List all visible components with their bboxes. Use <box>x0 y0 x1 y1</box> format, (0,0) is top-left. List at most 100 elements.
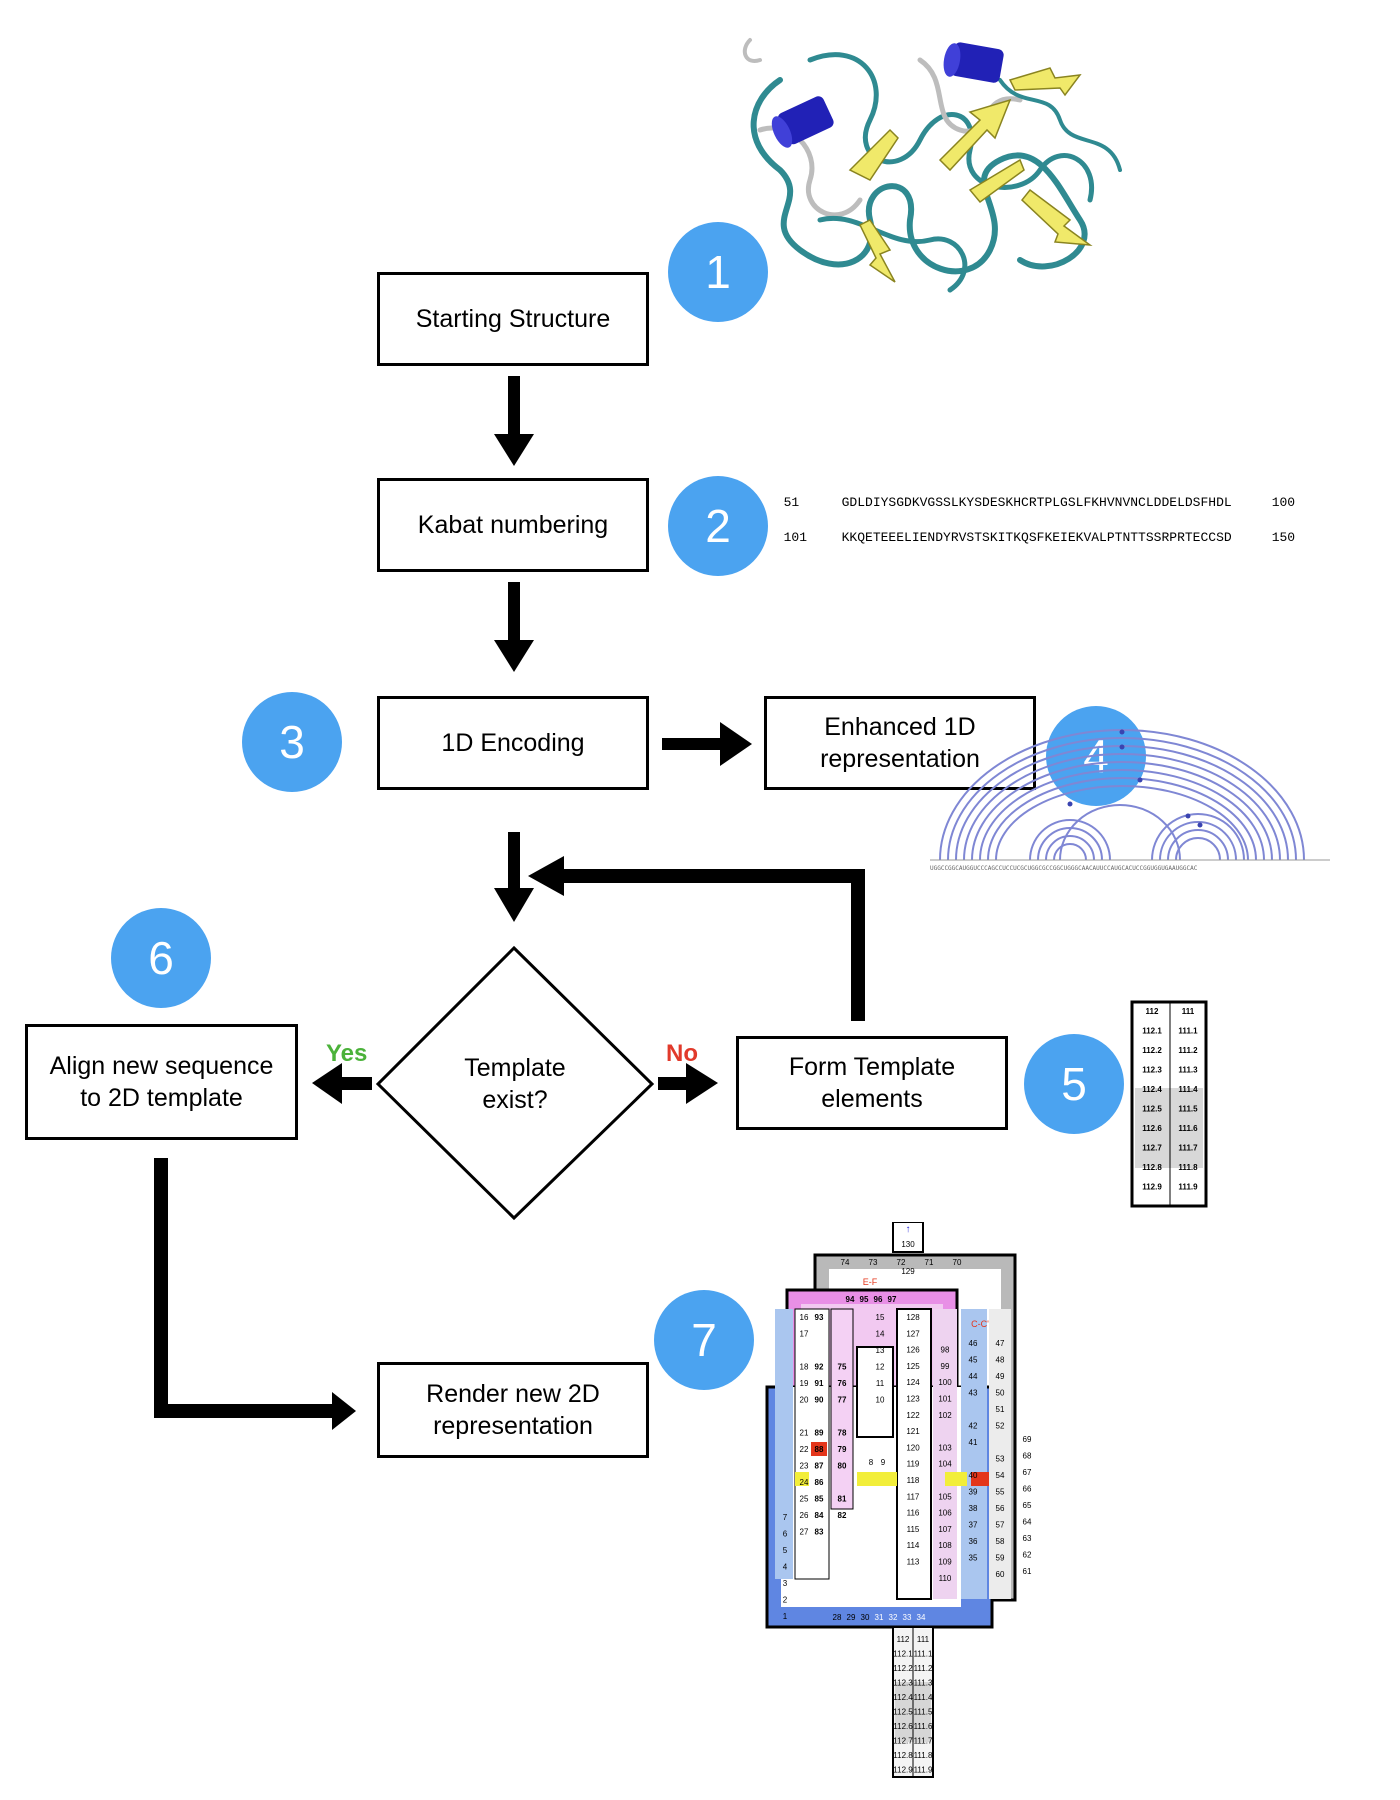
encoding-1d-box: 1D Encoding <box>377 696 649 790</box>
cell-label: 68 <box>1023 1452 1032 1461</box>
cell-label: 122 <box>906 1411 920 1420</box>
cell-label: 38 <box>969 1504 978 1513</box>
cell-label: 9 <box>881 1458 886 1467</box>
cell-label: 55 <box>996 1488 1005 1497</box>
cell-label: 8 <box>869 1458 874 1467</box>
cell-label: 74 <box>841 1258 850 1267</box>
render-2d-box: Render new 2D representation <box>377 1362 649 1458</box>
strip-cell: 112.5 <box>1142 1105 1162 1114</box>
cell-label: 73 <box>869 1258 878 1267</box>
step-6-badge: 6 <box>111 908 211 1008</box>
cell-label: 10 <box>876 1396 885 1405</box>
cell-label: 52 <box>996 1422 1005 1431</box>
cell-label: 111.8 <box>914 1751 933 1760</box>
strip-cell: 112.9 <box>1142 1183 1162 1192</box>
cell-label: 77 <box>838 1396 847 1405</box>
cell-label: 47 <box>996 1339 1005 1348</box>
strip-cell: 111.1 <box>1178 1027 1198 1036</box>
cell-label: 72 <box>897 1258 906 1267</box>
cell-label: 43 <box>969 1389 978 1398</box>
cell-label: 91 <box>815 1379 824 1388</box>
cell-label: 36 <box>969 1537 978 1546</box>
cell-label: 49 <box>996 1372 1005 1381</box>
cell-label: 113 <box>907 1558 920 1567</box>
step-1-badge: 1 <box>668 222 768 322</box>
cell-label: 3 <box>783 1579 788 1588</box>
strip-cell: 112.3 <box>1142 1066 1162 1075</box>
starting-structure-box: Starting Structure <box>377 272 649 366</box>
cell-label: 39 <box>969 1488 978 1497</box>
form-template-box: Form Template elements <box>736 1036 1008 1130</box>
cell-label: 116 <box>907 1509 920 1518</box>
cell-label: 6 <box>783 1530 788 1539</box>
cell-label: 64 <box>1023 1518 1032 1527</box>
cell-label: 112.3 <box>893 1679 913 1688</box>
cell-label: 84 <box>815 1511 824 1520</box>
cell-label: 30 <box>861 1613 870 1622</box>
cell-label: 111.3 <box>914 1679 933 1688</box>
cell-label: 69 <box>1023 1435 1032 1444</box>
cell-label: 123 <box>906 1395 920 1404</box>
cell-label: 112 <box>897 1635 910 1644</box>
cell-label: 35 <box>969 1554 978 1563</box>
cell-label: 80 <box>838 1462 847 1471</box>
cell-label: 82 <box>838 1511 847 1520</box>
cell-label: 29 <box>847 1613 856 1622</box>
cell-label: 111.7 <box>914 1737 933 1746</box>
seq1-start: 51 <box>783 495 800 510</box>
kabat-numbering-box: Kabat numbering <box>377 478 649 572</box>
cell-label: 88 <box>815 1445 824 1454</box>
cell-label: 59 <box>996 1554 1005 1563</box>
cell-label: 128 <box>906 1313 920 1322</box>
cell-label: 23 <box>800 1462 809 1471</box>
cell-label: 90 <box>815 1396 824 1405</box>
sequence-line-1: 51 GDLDIYSGDKVGSSLKYSDESKHCRTPLGSLFKHVNVN… <box>768 480 1295 510</box>
cell-label: 57 <box>996 1521 1005 1530</box>
cell-label: 1 <box>783 1612 788 1621</box>
cell-label: 76 <box>838 1379 847 1388</box>
svg-text:UGGCCGGCAUGGUCCCAGCCUCCUCGCUGG: UGGCCGGCAUGGUCCCAGCCUCCUCGCUGGCGCCGGCUGG… <box>930 865 1198 872</box>
cell-label: 24 <box>800 1478 809 1487</box>
cell-label: 127 <box>906 1329 920 1338</box>
seq2-end: 150 <box>1271 530 1296 545</box>
cell-label: 112.2 <box>893 1664 913 1673</box>
strip-cell: 111.7 <box>1178 1144 1198 1153</box>
cell-label: 109 <box>938 1558 952 1567</box>
seq1-end: 100 <box>1271 495 1296 510</box>
protein-structure-image <box>742 38 1122 293</box>
seq1-residues: GDLDIYSGDKVGSSLKYSDESKHCRTPLGSLFKHVNVNCL… <box>841 495 1232 510</box>
cell-label: 111.6 <box>914 1722 933 1731</box>
strip-cell: 111.3 <box>1178 1066 1198 1075</box>
cell-label: 114 <box>907 1541 920 1550</box>
cell-label: 111.5 <box>914 1708 933 1717</box>
cell-label: 41 <box>969 1438 978 1447</box>
cell-label: 37 <box>969 1521 978 1530</box>
cell-label: 125 <box>906 1362 920 1371</box>
cell-label: 13 <box>876 1346 885 1355</box>
step-5-badge: 5 <box>1024 1034 1124 1134</box>
cell-label: 5 <box>783 1546 788 1555</box>
cell-label: 101 <box>938 1395 952 1404</box>
cell-label: 98 <box>941 1346 950 1355</box>
cell-label: 96 <box>874 1295 883 1304</box>
cell-label: 31 <box>875 1613 884 1622</box>
cell-label: 20 <box>800 1396 809 1405</box>
seq2-start: 101 <box>783 530 808 545</box>
cell-label: 94 <box>846 1295 855 1304</box>
cell-label: 111.2 <box>914 1664 933 1673</box>
cell-label: 112.7 <box>893 1737 913 1746</box>
strip-cell: 112.8 <box>1142 1163 1162 1172</box>
cell-label: 32 <box>889 1613 898 1622</box>
cell-label: 112.1 <box>893 1650 913 1659</box>
cell-label: 22 <box>800 1445 809 1454</box>
cell-label: 11 <box>876 1379 885 1388</box>
cell-label: 89 <box>815 1429 824 1438</box>
cell-label: 71 <box>925 1258 934 1267</box>
arc-diagram-image: UGGCCGGCAUGGUCCCAGCCUCCUCGCUGGCGCCGGCUGG… <box>930 729 1330 872</box>
cell-label: 44 <box>969 1372 978 1381</box>
strip-cell: 112.6 <box>1142 1124 1162 1133</box>
cell-label: 106 <box>938 1509 952 1518</box>
cell-label: 103 <box>938 1443 952 1452</box>
cell-label: 65 <box>1023 1501 1032 1510</box>
